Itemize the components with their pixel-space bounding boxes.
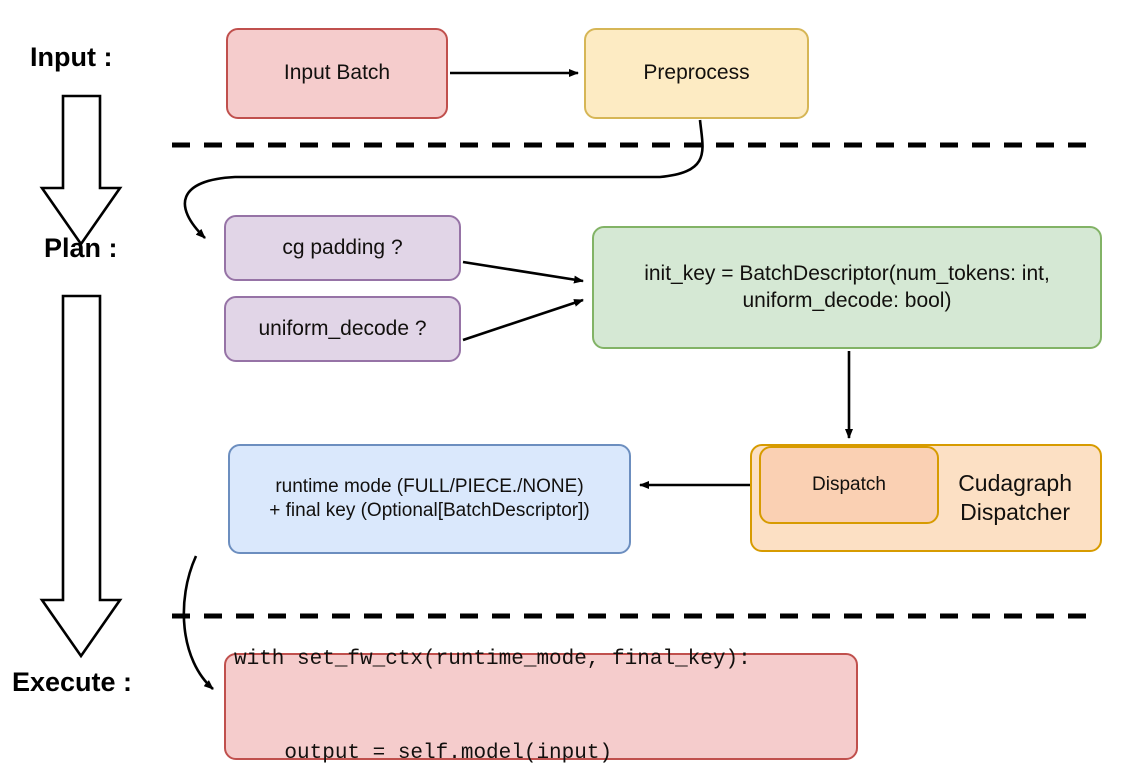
arrow-runtime-mode-to-execute-code [182, 555, 214, 690]
node-input-batch-label: Input Batch [283, 61, 391, 85]
node-runtime-mode-line1: runtime mode (FULL/PIECE./NONE) [275, 476, 584, 498]
node-dispatch-label: Dispatch [812, 474, 886, 496]
node-init-key-line1: init_key = BatchDescriptor(num_tokens: i… [644, 262, 1050, 286]
node-runtime-mode-line2: + final key (Optional[BatchDescriptor]) [269, 500, 590, 521]
node-execute-code-line2: output = self.model(input) [234, 742, 613, 765]
node-uniform-decode-label: uniform_decode ? [258, 316, 427, 340]
node-cudagraph-dispatcher-line2: Dispatcher [960, 499, 1071, 525]
arrow-uniform-decode-to-init-key [462, 298, 584, 342]
node-dispatch[interactable]: Dispatch [759, 446, 939, 524]
node-cg-padding[interactable]: cg padding ? [224, 215, 461, 281]
node-cg-padding-label: cg padding ? [282, 235, 403, 259]
stage-label-plan: Plan : [44, 233, 118, 263]
node-execute-code-line1: with set_fw_ctx(runtime_mode, final_key)… [234, 647, 751, 671]
node-cudagraph-dispatcher-line1: Cudagraph [958, 470, 1072, 497]
plan-to-execute-block-arrow [39, 294, 123, 659]
input-to-plan-block-arrow [39, 94, 123, 247]
node-preprocess[interactable]: Preprocess [584, 28, 809, 119]
node-init-key[interactable]: init_key = BatchDescriptor(num_tokens: i… [592, 226, 1102, 349]
stage-label-execute: Execute : [12, 667, 133, 697]
node-init-key-line2: uniform_decode: bool) [742, 288, 952, 312]
node-execute-code[interactable]: with set_fw_ctx(runtime_mode, final_key)… [224, 648, 858, 765]
arrow-cg-padding-to-init-key [462, 260, 584, 284]
node-runtime-mode[interactable]: runtime mode (FULL/PIECE./NONE) + final … [228, 444, 631, 554]
node-preprocess-label: Preprocess [643, 61, 750, 85]
node-uniform-decode[interactable]: uniform_decode ? [224, 296, 461, 362]
node-input-batch[interactable]: Input Batch [226, 28, 448, 119]
stage-label-input: Input : [30, 42, 113, 72]
